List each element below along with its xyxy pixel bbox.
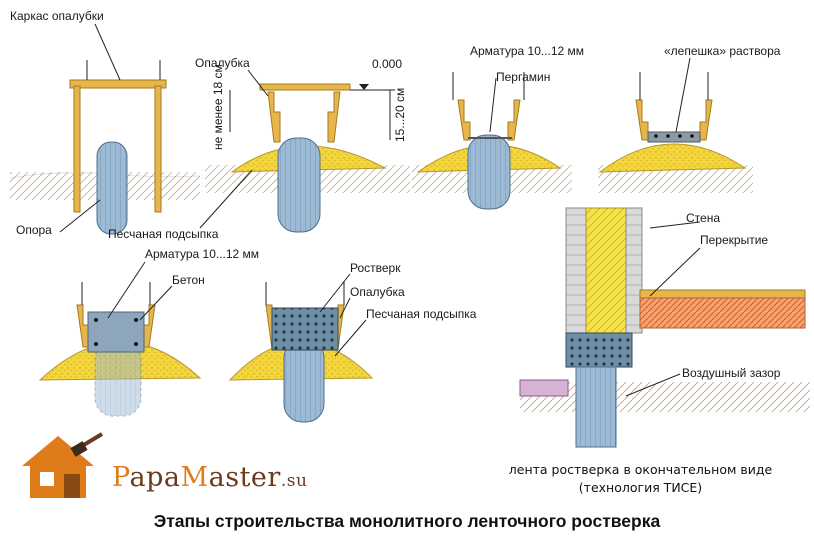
support-pile-3 bbox=[467, 134, 511, 210]
caption-final-line-1: лента ростверка в окончательном виде bbox=[508, 462, 773, 477]
label-sand-1: Песчаная подсыпка bbox=[108, 227, 219, 241]
blind-area bbox=[519, 379, 569, 397]
label-pergamin: Пергамин bbox=[496, 70, 550, 84]
stage-3 bbox=[412, 72, 572, 210]
mortar-pad bbox=[647, 131, 701, 143]
formwork-frame-top bbox=[69, 79, 167, 89]
label-wall: Стена bbox=[686, 211, 720, 225]
stage-6 bbox=[228, 282, 374, 423]
brand-aster: aster bbox=[208, 462, 281, 493]
final-pile bbox=[575, 366, 617, 448]
label-frame: Каркас опалубки bbox=[10, 9, 104, 23]
wall-outer bbox=[565, 207, 587, 334]
stage-4 bbox=[598, 72, 753, 193]
wall-insulation bbox=[585, 207, 627, 334]
labels: Каркас опалубки Опора Опалубка 0.000 не … bbox=[10, 9, 781, 397]
formwork-frame-post-right bbox=[154, 85, 162, 213]
label-min-depth: не менее 18 см bbox=[211, 64, 225, 150]
final-section bbox=[519, 207, 810, 448]
label-sand-2: Песчаная подсыпка bbox=[366, 307, 477, 321]
label-rebar-mid: Арматура 10...12 мм bbox=[145, 247, 259, 261]
brand-apa: apa bbox=[129, 462, 181, 493]
diagram-title: Этапы строительства монолитного ленточно… bbox=[153, 511, 661, 531]
label-depth-range: 15...20 см bbox=[393, 88, 407, 142]
grillage-body bbox=[271, 307, 339, 351]
label-formwork-2: Опалубка bbox=[350, 285, 405, 299]
label-lepeshka: «лепешка» раствора bbox=[664, 44, 781, 58]
support-pile-6 bbox=[283, 339, 325, 423]
label-rebar-top: Арматура 10...12 мм bbox=[470, 44, 584, 58]
support-pile-1 bbox=[96, 141, 128, 235]
wall-inner bbox=[625, 207, 643, 334]
label-floor: Перекрытие bbox=[700, 233, 768, 247]
brand-domain: .su bbox=[280, 471, 308, 491]
brand-wordmark: PapaMaster.su bbox=[112, 462, 307, 493]
label-level: 0.000 bbox=[372, 57, 402, 71]
concrete-fill bbox=[87, 311, 145, 353]
stage-5 bbox=[38, 282, 202, 417]
label-grillage: Ростверк bbox=[350, 261, 401, 275]
formwork-frame-post-left bbox=[73, 85, 81, 213]
label-formwork-1: Опалубка bbox=[195, 56, 250, 70]
label-support: Опора bbox=[16, 223, 52, 237]
label-air-gap: Воздушный зазор bbox=[682, 366, 781, 380]
brand-letter-p: P bbox=[112, 462, 130, 493]
stage-1 bbox=[9, 60, 201, 235]
stage-2 bbox=[205, 83, 410, 233]
floor-slab bbox=[639, 297, 806, 329]
support-pile-2 bbox=[277, 137, 321, 233]
caption-final-line-2: (технология ТИСЕ) bbox=[578, 480, 703, 495]
label-concrete: Бетон bbox=[172, 273, 205, 287]
final-grillage bbox=[565, 332, 633, 368]
brand-letter-m: M bbox=[180, 462, 209, 493]
house-logo-icon bbox=[22, 432, 104, 498]
